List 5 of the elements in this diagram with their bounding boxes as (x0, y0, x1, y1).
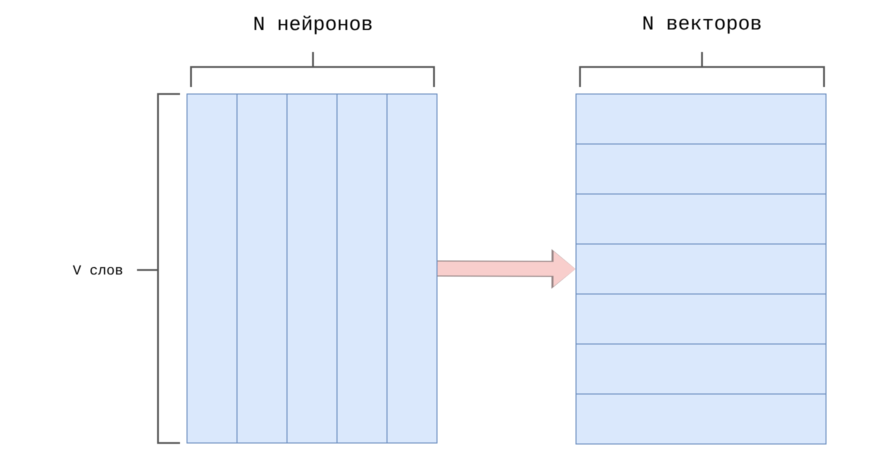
matrix-grid (186, 94, 438, 444)
axis-label: N векторов (644, 16, 761, 34)
axis-label: V слов (72, 265, 122, 275)
matrix-grid (576, 94, 826, 444)
axis-label: N нейронов (254, 16, 372, 34)
